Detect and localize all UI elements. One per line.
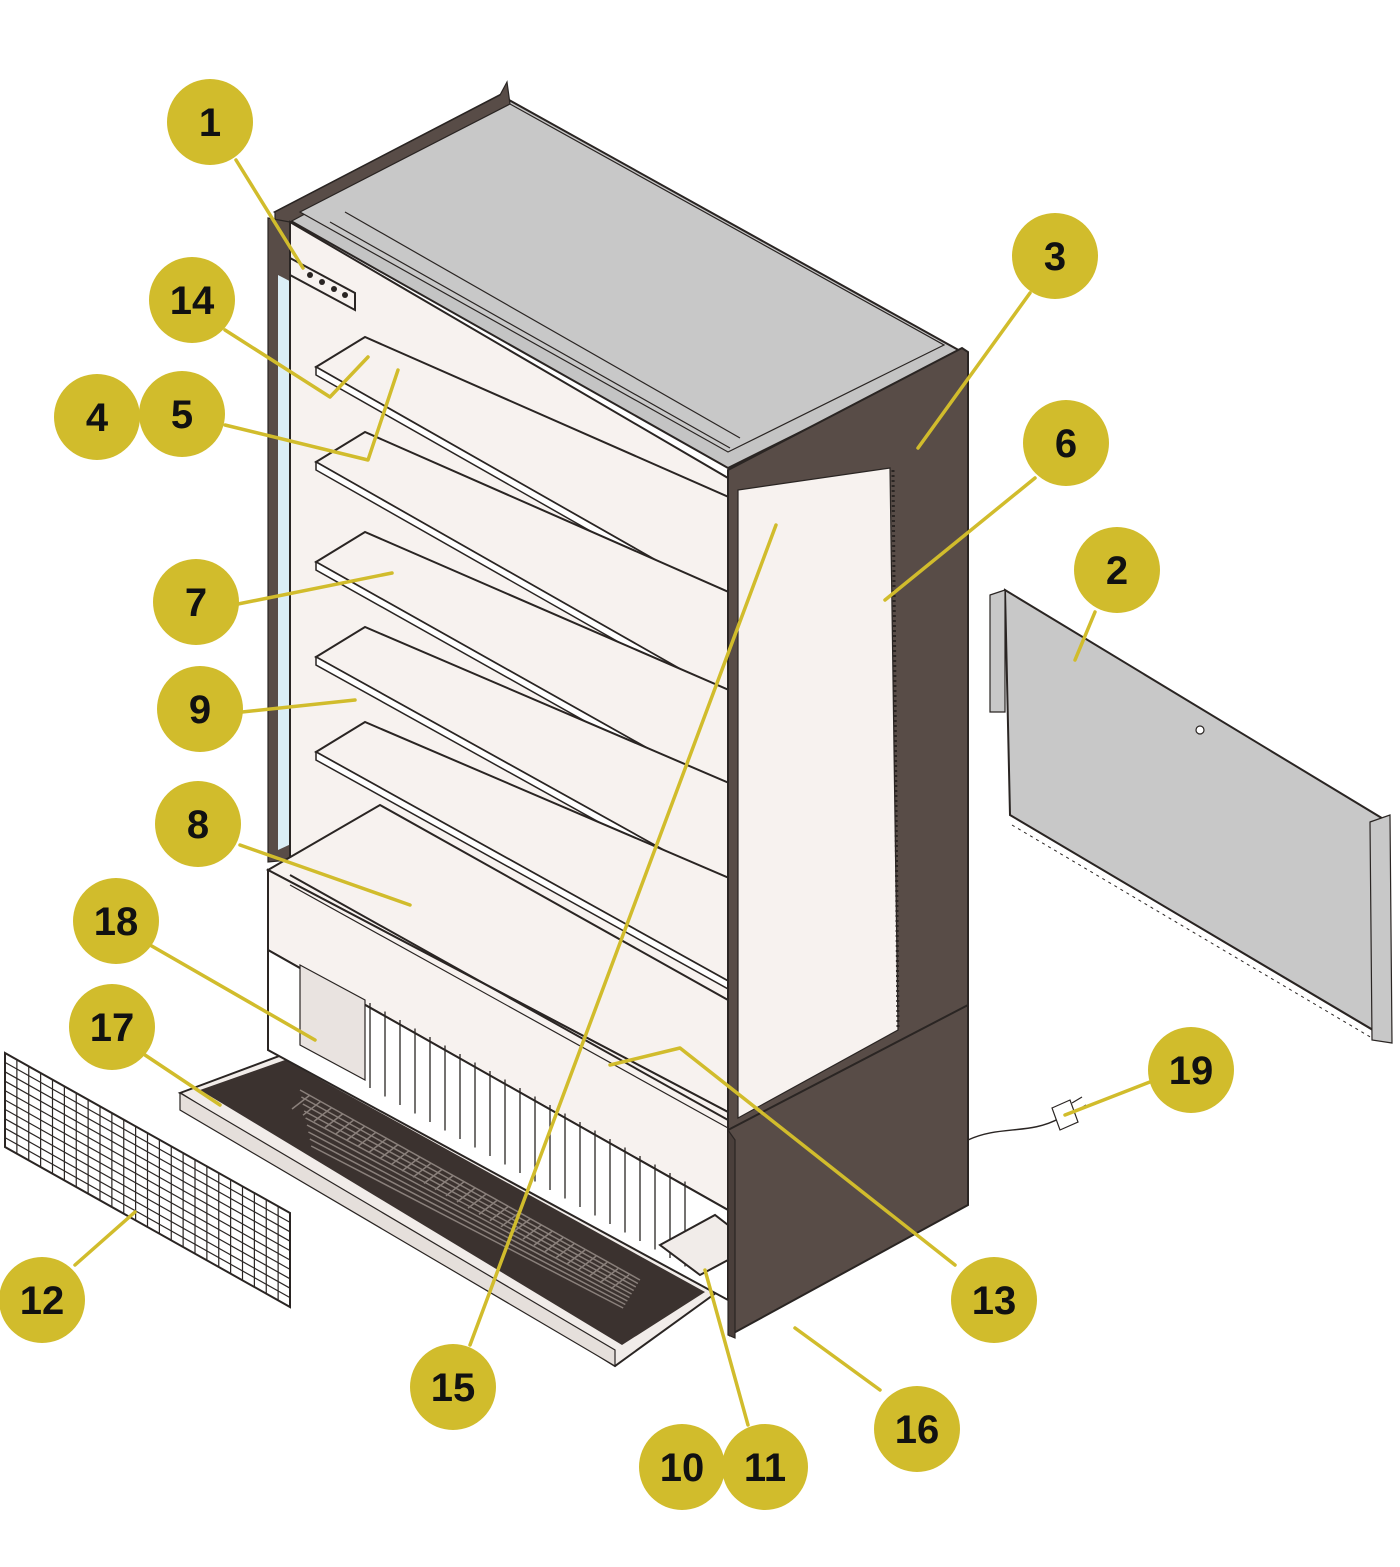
leader-2 [1073, 610, 1097, 662]
callout-10: 10 [639, 1424, 725, 1510]
callout-circle-18 [73, 878, 159, 964]
callout-label-16: 16 [895, 1408, 940, 1452]
callout-label-7: 7 [185, 581, 207, 625]
callout-label-5: 5 [171, 393, 193, 437]
callout-label-8: 8 [187, 803, 209, 847]
callout-circle-8 [155, 781, 241, 867]
callout-label-4: 4 [86, 396, 109, 440]
callout-label-3: 3 [1044, 235, 1066, 279]
callout-6: 6 [1023, 400, 1109, 486]
callout-7: 7 [153, 559, 239, 645]
leader-6 [883, 476, 1037, 602]
leader-19 [1063, 1078, 1157, 1117]
base-cabinet [726, 1003, 969, 1339]
callout-circle-19 [1148, 1027, 1234, 1113]
callout-label-2: 2 [1106, 549, 1128, 593]
callout-label-10: 10 [660, 1446, 705, 1490]
callout-19: 19 [1148, 1027, 1234, 1113]
right-frame [727, 346, 969, 1140]
callout-circle-4 [54, 374, 140, 460]
power-cord [967, 1096, 1087, 1141]
callout-circle-5 [139, 371, 225, 457]
callout-16: 16 [874, 1386, 960, 1472]
front-grille [4, 1051, 291, 1309]
callout-circle-3 [1012, 213, 1098, 299]
callout-circle-2 [1074, 527, 1160, 613]
callout-18: 18 [73, 878, 159, 964]
callout-5: 5 [139, 371, 225, 457]
callout-label-14: 14 [170, 279, 215, 323]
leader-15 [468, 523, 778, 1347]
callout-label-15: 15 [431, 1366, 476, 1410]
callout-11: 11 [722, 1424, 808, 1510]
callout-label-19: 19 [1169, 1049, 1214, 1093]
control-panel [289, 256, 356, 312]
callout-15: 15 [410, 1344, 496, 1430]
callout-label-9: 9 [189, 688, 211, 732]
callout-4: 4 [54, 374, 140, 460]
back-panel [989, 588, 1393, 1044]
callout-2: 2 [1074, 527, 1160, 613]
callout-label-18: 18 [94, 900, 139, 944]
callout-label-11: 11 [744, 1446, 786, 1490]
callout-circle-15 [410, 1344, 496, 1430]
top-panel [272, 80, 965, 470]
callout-17: 17 [69, 984, 155, 1070]
leader-4-5 [223, 368, 400, 462]
drip-tray [177, 1050, 722, 1368]
callout-circle-12 [0, 1257, 85, 1343]
callout-14: 14 [149, 257, 235, 343]
callout-circle-7 [153, 559, 239, 645]
callout-label-6: 6 [1055, 422, 1077, 466]
callout-circle-17 [69, 984, 155, 1070]
leader-8 [238, 843, 412, 907]
callout-label-1: 1 [199, 101, 221, 145]
callout-circle-16 [874, 1386, 960, 1472]
callout-circle-11 [722, 1424, 808, 1510]
leader-3 [916, 291, 1032, 450]
leader-7 [236, 571, 394, 606]
leader-9 [240, 698, 357, 714]
lower-compartment [267, 948, 729, 1302]
leader-16 [793, 1326, 882, 1392]
leader-10-11 [703, 1268, 750, 1427]
callout-8: 8 [155, 781, 241, 867]
leader-18 [148, 943, 317, 1042]
callout-label-12: 12 [20, 1279, 65, 1323]
leader-17 [143, 1053, 222, 1107]
callout-label-13: 13 [972, 1279, 1017, 1323]
callout-circle-6 [1023, 400, 1109, 486]
callout-3: 3 [1012, 213, 1098, 299]
leader-14 [223, 328, 370, 399]
leader-13 [608, 1046, 957, 1267]
callout-label-17: 17 [90, 1006, 135, 1050]
callout-circle-13 [951, 1257, 1037, 1343]
callout-9: 9 [157, 666, 243, 752]
callout-12: 12 [0, 1257, 85, 1343]
callout-1: 1 [167, 79, 253, 165]
callout-circle-9 [157, 666, 243, 752]
leader-1 [234, 158, 305, 270]
leader-lines [73, 158, 1157, 1427]
condensate-tray [658, 1213, 729, 1277]
callout-circle-10 [639, 1424, 725, 1510]
callout-circle-14 [149, 257, 235, 343]
callout-13: 13 [951, 1257, 1037, 1343]
leader-12 [73, 1210, 137, 1267]
callout-circle-1 [167, 79, 253, 165]
